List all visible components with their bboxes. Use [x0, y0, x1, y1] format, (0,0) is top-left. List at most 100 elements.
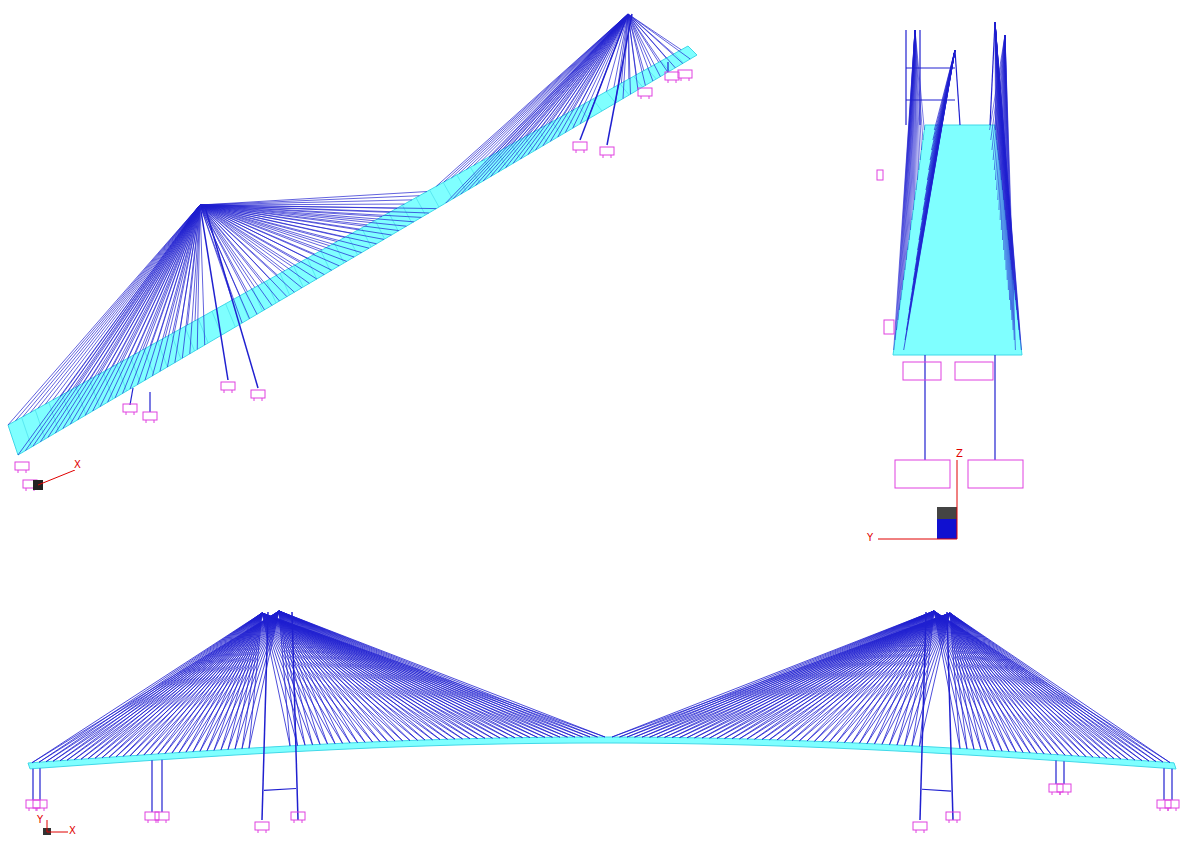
stay-cable	[262, 613, 553, 737]
support-symbol	[916, 830, 917, 833]
stay-cable	[830, 611, 935, 742]
support-symbol	[1057, 784, 1071, 792]
support-symbol	[126, 412, 127, 415]
stay-cable	[38, 205, 200, 408]
stay-cable	[498, 14, 628, 172]
support-symbol	[1168, 808, 1169, 811]
support-symbol	[603, 155, 604, 158]
origin-marker	[937, 507, 957, 519]
stay-cable	[165, 611, 279, 753]
support-symbol	[1052, 792, 1053, 795]
stay-cable	[151, 611, 279, 754]
stay-cable	[897, 611, 934, 745]
support-symbol	[26, 470, 27, 473]
stay-cable	[262, 613, 545, 737]
stay-cable	[890, 613, 951, 745]
stay-cable	[165, 205, 200, 337]
stay-cable	[67, 611, 279, 760]
support-symbol	[251, 390, 265, 398]
support-symbol	[681, 78, 682, 81]
stay-cable	[628, 14, 681, 50]
stay-cable	[75, 205, 200, 387]
stay-cable	[541, 14, 628, 128]
stay-cable	[279, 611, 605, 737]
pylon	[947, 612, 953, 820]
stay-cable	[762, 611, 934, 739]
stay-cable	[950, 613, 1170, 763]
support-symbol	[26, 488, 27, 491]
stay-cable	[770, 611, 935, 740]
support-symbol	[1157, 800, 1171, 808]
stay-cable	[496, 14, 628, 153]
support-symbol	[946, 812, 960, 820]
support-symbol	[638, 88, 652, 96]
stay-cable	[190, 205, 200, 354]
stay-cable	[108, 205, 200, 402]
stay-cable	[172, 611, 279, 753]
support-symbol	[1168, 808, 1169, 811]
stay-cable	[152, 205, 200, 376]
stay-cable	[461, 14, 628, 194]
stay-cable	[137, 613, 262, 755]
support-symbol	[1060, 792, 1061, 795]
stay-cable	[934, 611, 1163, 762]
stay-cable	[262, 613, 500, 738]
stay-cable	[186, 613, 262, 752]
stay-cable	[120, 205, 200, 362]
stay-cable	[200, 205, 294, 292]
stay-cable	[262, 613, 538, 737]
stay-cable	[279, 611, 590, 737]
stay-cable	[446, 14, 628, 203]
stay-cable	[113, 205, 200, 367]
support-symbol	[154, 420, 155, 423]
stay-cable	[262, 613, 575, 737]
stay-cable	[262, 613, 530, 738]
stay-cable	[628, 14, 668, 72]
stay-cable	[158, 611, 279, 754]
stay-cable	[78, 205, 200, 420]
deck-grid	[76, 387, 86, 415]
stay-cable	[934, 611, 1149, 761]
stay-cable	[160, 205, 200, 371]
pier	[1055, 761, 1056, 784]
pylon	[955, 50, 960, 125]
stay-cable	[680, 611, 935, 738]
stay-cable	[15, 205, 200, 421]
stay-cable	[262, 613, 560, 737]
stay-cable	[195, 205, 200, 321]
stay-cable	[8, 205, 200, 425]
deck-grid	[22, 417, 32, 447]
stay-cable	[109, 611, 279, 757]
stay-cable	[53, 205, 200, 400]
stay-cable	[262, 613, 583, 737]
support-symbol	[584, 150, 585, 153]
stay-cable	[200, 205, 399, 231]
support-symbol	[166, 820, 167, 823]
stay-cable	[180, 205, 200, 329]
support-symbol	[155, 812, 169, 820]
pylon	[262, 612, 268, 820]
axis-label: X	[68, 826, 77, 836]
support-symbol	[955, 362, 993, 380]
stay-cable	[150, 205, 200, 346]
support-symbol	[913, 822, 927, 830]
stay-cable	[32, 611, 279, 763]
stay-cable	[123, 611, 279, 756]
stay-cable	[165, 613, 262, 753]
pier	[1171, 769, 1172, 800]
support-symbol	[1176, 808, 1177, 811]
stay-cable	[262, 613, 493, 738]
deck-grid	[198, 319, 208, 343]
stay-cable	[740, 611, 935, 739]
stay-cable	[200, 205, 406, 226]
support-symbol	[44, 808, 45, 811]
stay-cable	[30, 205, 200, 412]
stay-cable	[934, 611, 1156, 762]
stay-cable	[200, 205, 429, 213]
stay-cable	[628, 14, 690, 59]
bridge-deck	[8, 46, 697, 455]
stay-cable	[130, 205, 200, 389]
stay-cable	[549, 14, 628, 124]
stay-cable	[45, 205, 200, 404]
